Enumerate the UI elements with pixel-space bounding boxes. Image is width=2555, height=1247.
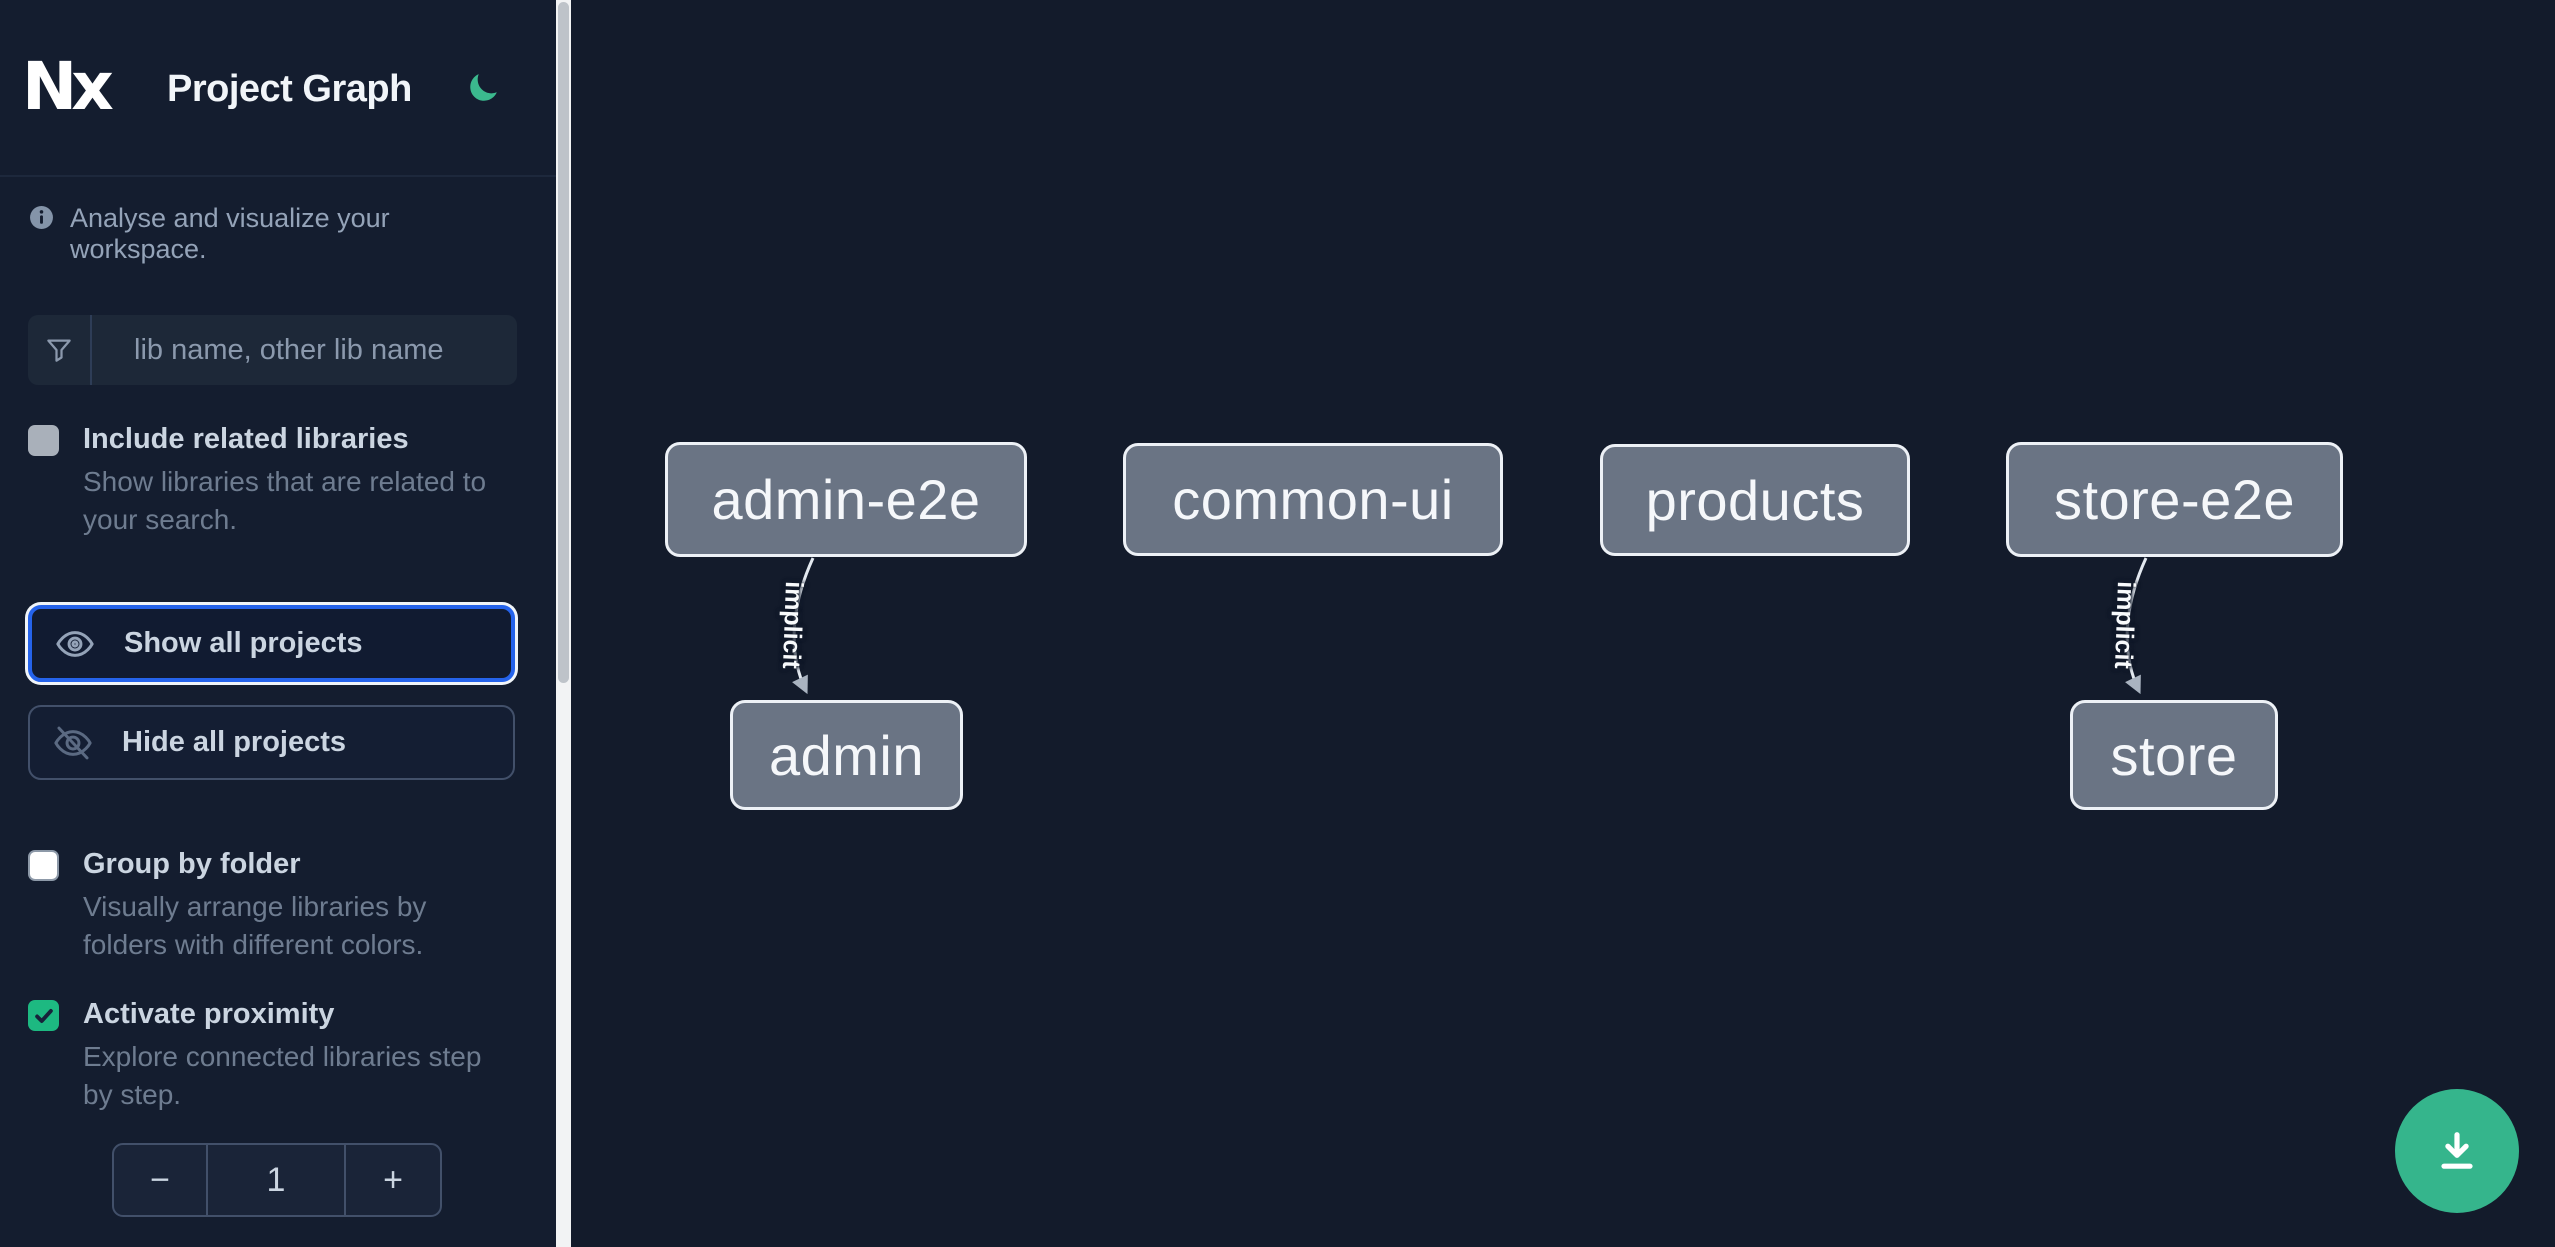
search-input[interactable] [94, 315, 514, 385]
sidebar-header: Nx Project Graph [0, 0, 556, 177]
page-title: Project Graph [167, 68, 412, 110]
description-line: by step. [83, 1079, 182, 1110]
graph-node-store-e2e[interactable]: store-e2e [2006, 442, 2343, 557]
nx-logo[interactable]: Nx [22, 48, 114, 125]
eye-icon [56, 630, 94, 657]
hide-all-projects-button[interactable]: Hide all projects [28, 705, 515, 780]
theme-toggle-button[interactable] [466, 71, 500, 105]
description-line: Explore connected libraries step [83, 1041, 482, 1072]
project-graph-canvas[interactable] [571, 0, 2555, 1247]
description-line: your search. [83, 504, 238, 535]
filter-group-by-folder: Group by folder Visually arrange librari… [28, 846, 514, 964]
filter-label[interactable]: Activate proximity [83, 998, 335, 1030]
filter-description: Show libraries that are related to your … [83, 463, 514, 539]
check-icon [34, 1008, 53, 1023]
button-label: Show all projects [124, 627, 363, 659]
proximity-depth-stepper: − 1 + [112, 1143, 442, 1217]
filter-description: Explore connected libraries step by step… [83, 1038, 514, 1114]
eye-slash-icon [54, 726, 92, 759]
description-line: Visually arrange libraries by [83, 891, 427, 922]
sidebar: Nx Project Graph Analyse and visualize y… [0, 0, 556, 1247]
stepper-value: 1 [208, 1145, 346, 1215]
sidebar-scrollbar-track[interactable] [556, 0, 571, 1247]
download-icon [2441, 1132, 2473, 1169]
graph-node-common-ui[interactable]: common-ui [1123, 443, 1503, 556]
description-line: Show libraries that are related to [83, 466, 487, 497]
funnel-icon [47, 339, 71, 362]
graph-node-admin[interactable]: admin [730, 700, 963, 810]
filter-activate-proximity: Activate proximity Explore connected lib… [28, 996, 514, 1114]
info-text: Analyse and visualize your workspace. [70, 203, 390, 264]
graph-node-store[interactable]: store [2070, 700, 2278, 810]
button-label: Hide all projects [122, 726, 347, 758]
increment-button[interactable]: + [383, 1160, 403, 1199]
workspace-info: Analyse and visualize your workspace. [28, 201, 528, 264]
filter-description: Visually arrange libraries by folders wi… [83, 888, 514, 964]
search-icon-cell [28, 315, 92, 385]
graph-node-admin-e2e[interactable]: admin-e2e [665, 442, 1027, 557]
search-box [28, 315, 517, 385]
include-related-checkbox[interactable] [28, 425, 59, 456]
show-all-projects-button[interactable]: Show all projects [28, 605, 515, 682]
sidebar-scrollbar-thumb[interactable] [558, 2, 569, 683]
decrement-button[interactable]: − [114, 1145, 208, 1215]
filter-label[interactable]: Include related libraries [83, 423, 409, 455]
info-icon [30, 206, 53, 229]
download-graph-button[interactable] [2395, 1089, 2519, 1213]
filter-label[interactable]: Group by folder [83, 848, 301, 880]
moon-icon [470, 74, 497, 101]
activate-proximity-checkbox[interactable] [28, 1000, 59, 1031]
graph-node-products[interactable]: products [1600, 444, 1910, 556]
group-by-folder-checkbox[interactable] [28, 850, 59, 881]
filter-include-related: Include related libraries Show libraries… [28, 421, 514, 539]
description-line: folders with different colors. [83, 929, 424, 960]
